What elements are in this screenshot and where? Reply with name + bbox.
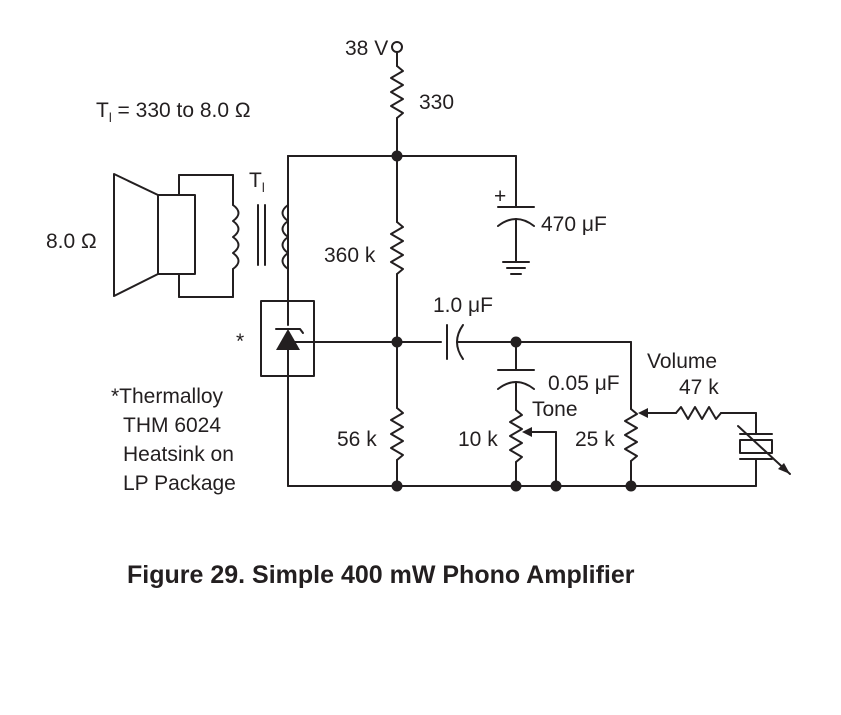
capacitor-1uf-label: 1.0 μF — [433, 294, 493, 317]
capacitor-470uf-label: 470 μF — [541, 213, 607, 236]
volume-wiper — [638, 408, 677, 418]
footnote-line: LP Package — [123, 472, 236, 495]
supply-terminal — [391, 41, 403, 67]
figure-caption: Figure 29. Simple 400 mW Phono Amplifier — [127, 561, 635, 589]
footnote-line: Heatsink on — [123, 443, 234, 466]
amplifier-ic — [275, 328, 304, 350]
resistor-56k — [390, 407, 404, 461]
transformer-note: Tl = 330 to 8.0 Ω — [96, 99, 251, 125]
phono-cartridge — [737, 425, 791, 475]
potentiometer-10k — [509, 409, 523, 463]
supply-label: 38 V — [345, 37, 388, 60]
capacitor-polarity-label: + — [494, 185, 506, 208]
ground-symbol — [502, 261, 530, 275]
transformer-label: Tl — [249, 169, 265, 195]
resistor-330-label: 330 — [419, 91, 454, 114]
potentiometer-10k-label: 10 k — [458, 428, 498, 451]
junction-dots — [391, 150, 637, 492]
potentiometer-25k-label: 25 k — [575, 428, 615, 451]
potentiometer-25k — [624, 408, 638, 462]
resistor-47k-label: 47 k — [679, 376, 719, 399]
footnote-line: THM 6024 — [123, 414, 221, 437]
resistor-47k — [675, 406, 722, 420]
tone-label: Tone — [532, 398, 578, 421]
resistor-360k-label: 360 k — [324, 244, 376, 267]
output-transformer — [232, 155, 289, 298]
resistor-360k — [390, 221, 404, 275]
speaker-icon — [113, 173, 234, 298]
speaker-label: 8.0 Ω — [46, 230, 97, 253]
resistor-56k-label: 56 k — [337, 428, 377, 451]
tone-wiper — [522, 427, 557, 487]
footnote: *Thermalloy THM 6024 Heatsink on LP Pack… — [111, 385, 236, 495]
volume-label: Volume — [647, 350, 717, 373]
capacitor-0-05uf-label: 0.05 μF — [548, 372, 620, 395]
resistor-330 — [390, 65, 404, 119]
heatsink-marker: * — [236, 330, 244, 353]
footnote-line: *Thermalloy — [111, 385, 224, 408]
